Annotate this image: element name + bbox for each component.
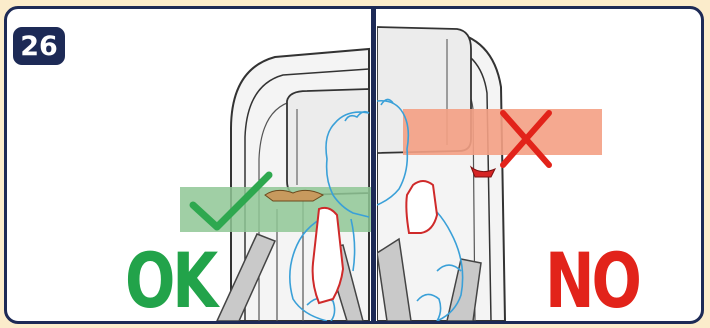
left-panel-correct: OK xyxy=(7,9,371,321)
right-panel-incorrect: NO xyxy=(377,9,701,321)
seat-shell-inner xyxy=(244,68,370,321)
check-mark-icon xyxy=(189,171,273,231)
shoulder-pad xyxy=(405,180,439,234)
instruction-frame: 26 xyxy=(4,6,704,324)
strap-guide xyxy=(469,165,497,178)
shoulder-pad xyxy=(311,206,345,305)
left-seat-drawing xyxy=(180,47,371,321)
child-outline xyxy=(289,110,370,321)
strap-guide xyxy=(264,189,325,202)
panel-divider xyxy=(371,9,376,321)
belt-strap xyxy=(377,237,412,321)
ok-label: OK xyxy=(125,236,218,321)
no-label: NO xyxy=(545,236,642,321)
cross-mark-icon xyxy=(500,110,552,168)
step-badge: 26 xyxy=(13,27,65,65)
belt-strap xyxy=(216,233,277,321)
right-seat-drawing xyxy=(377,26,602,321)
step-number: 26 xyxy=(20,30,58,62)
